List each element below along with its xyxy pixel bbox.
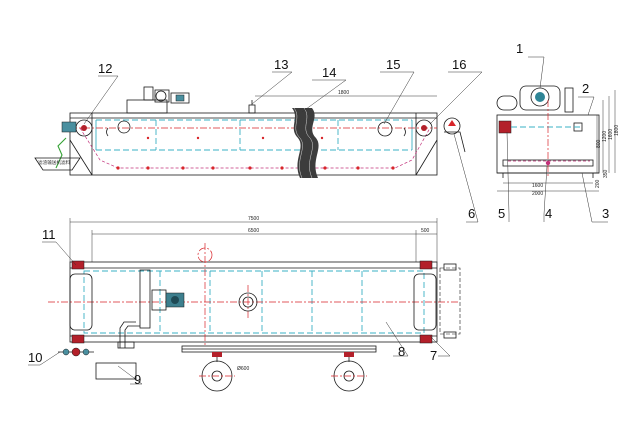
callout-3: 3: [602, 206, 609, 221]
control-box: [95, 362, 137, 380]
callout-15: 15: [386, 57, 400, 72]
callout-9: 9: [134, 372, 141, 387]
dim-side-b1: 200: [595, 179, 601, 188]
wheel-right: [331, 352, 367, 392]
side-view: 1600 2000 800 1200 1600 1800 200 350: [496, 85, 620, 197]
tail-roller: [69, 273, 93, 331]
head-pulley: [415, 119, 433, 137]
dim-side-h2: 1200: [602, 131, 608, 142]
break-line: [292, 108, 319, 178]
dim-side-w1: 1600: [532, 183, 543, 189]
callout-13: 13: [274, 57, 288, 72]
callout-8: 8: [398, 344, 405, 359]
dim-plan-inner: 6500: [248, 228, 259, 234]
dim-side-w2: 2000: [532, 191, 543, 197]
belt-rollers: [116, 136, 395, 170]
bearings: [71, 260, 433, 344]
callouts: 1 2 3 4 5 6 7 8 9 10 11 12 13 14 15 16: [28, 41, 609, 387]
head-roller: [413, 273, 437, 331]
dim-side-h3: 1600: [608, 129, 614, 140]
callout-1: 1: [516, 41, 523, 56]
callout-leaders: [28, 56, 608, 385]
dim-plan-total: 7500: [248, 216, 259, 222]
dim-front-top: 1800: [338, 90, 349, 96]
callout-10: 10: [28, 350, 42, 365]
callout-14: 14: [322, 65, 336, 80]
callout-11: 11: [42, 227, 56, 242]
callout-5: 5: [498, 206, 505, 221]
callout-12: 12: [98, 61, 112, 76]
dim-side-h4: 1800: [614, 125, 620, 136]
dim-side-h1: 800: [596, 139, 602, 148]
plan-view: 7500 6500 500: [48, 216, 461, 392]
wheel-left: [199, 352, 235, 392]
wheel-label: Ø600: [237, 366, 249, 372]
callout-16: 16: [452, 57, 466, 72]
callout-6: 6: [468, 206, 475, 221]
valve: [58, 347, 94, 357]
center-port: [238, 292, 258, 312]
callout-2: 2: [582, 81, 589, 96]
dim-side-b2: 350: [603, 169, 609, 178]
callout-4: 4: [545, 206, 552, 221]
front-view: 滤渣输送机滤料 1800: [34, 86, 466, 179]
callout-7: 7: [430, 348, 437, 363]
inlet-note: 滤渣输送机滤料: [38, 159, 71, 166]
dim-plan-right: 500: [421, 228, 430, 234]
